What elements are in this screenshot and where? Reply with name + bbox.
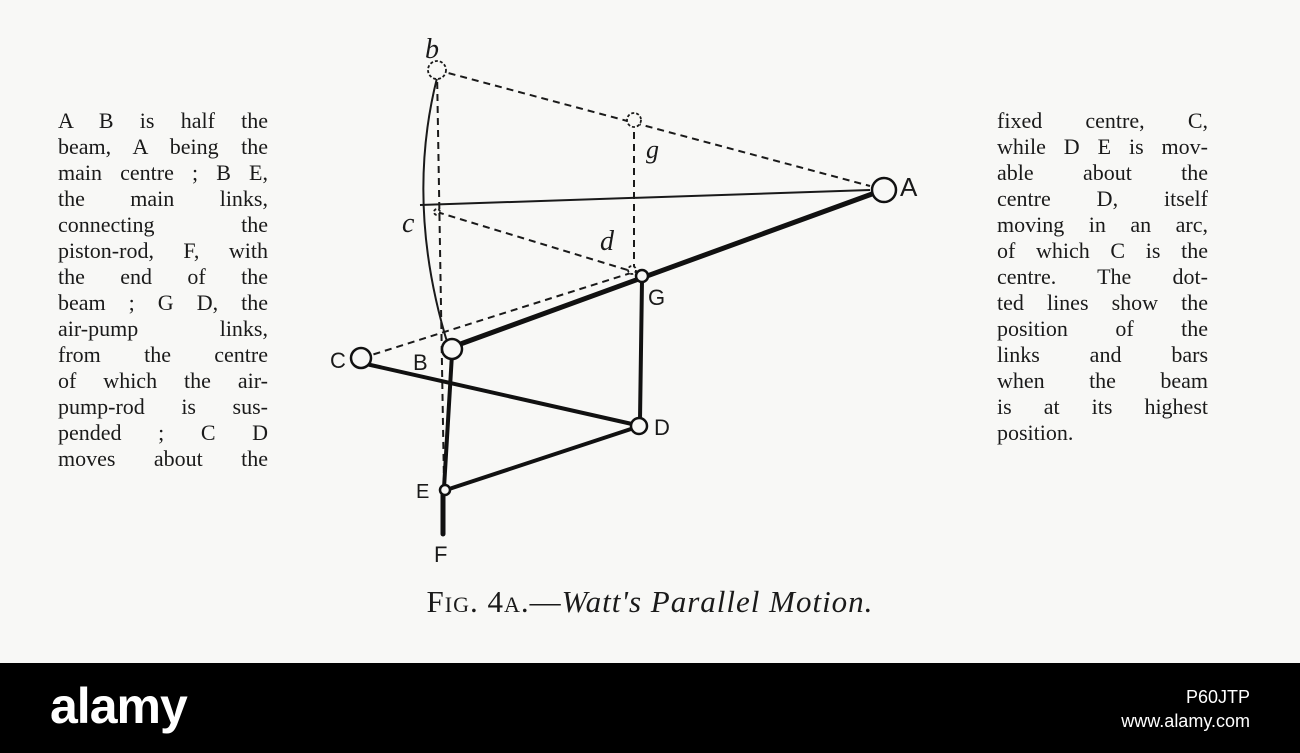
pivot-g-circle: [634, 268, 650, 284]
left-text-line: pump-rod is sus-: [58, 394, 268, 419]
label-b: B: [413, 350, 428, 375]
right-text-line: of which C is the: [997, 238, 1208, 263]
left-description-column: A B is half the beam, A being the main c…: [58, 108, 268, 472]
link-d-e: [444, 426, 636, 492]
dotted-pivot-g-circle: [626, 112, 642, 128]
left-text-line: from the centre: [58, 342, 268, 367]
left-text-line: A B is half the: [58, 108, 268, 133]
right-text-line: is at its highest: [997, 394, 1208, 419]
air-pump-link-g-d: [638, 278, 644, 422]
right-text-line: fixed centre, C,: [997, 108, 1208, 133]
site-url: www.alamy.com: [1121, 711, 1250, 731]
right-text-line: while D E is mov-: [997, 134, 1208, 159]
right-text-line: centre. The dot-: [997, 264, 1208, 289]
left-text-line: pended ; C D: [58, 420, 268, 445]
radius-bar-c-d: [364, 362, 634, 426]
pivot-e-circle: [438, 483, 452, 497]
label-c-lower: c: [402, 208, 415, 239]
right-text-line: ted lines show the: [997, 290, 1208, 315]
figure-caption: Fig. 4a.—Watt's Parallel Motion.: [0, 584, 1300, 620]
dotted-beam-line: [436, 69, 871, 187]
arc-of-beam-end: [422, 77, 449, 346]
label-g: G: [648, 285, 665, 310]
label-g-lower: g: [646, 135, 659, 164]
label-f: F: [434, 542, 447, 567]
left-text-line: piston-rod, F, with: [58, 238, 268, 263]
alamy-logo: alamy: [50, 678, 188, 734]
dotted-radius-bar: [361, 271, 635, 359]
watermark-footer: alamy P60JTP www.alamy.com: [0, 663, 1300, 753]
left-text-line: connecting the: [58, 212, 268, 237]
left-text-line: of which the air-: [58, 368, 268, 393]
right-description-column: fixed centre, C, while D E is mov- able …: [997, 108, 1208, 446]
left-text-line: main centre ; B E,: [58, 160, 268, 185]
pivot-c-circle: [349, 346, 373, 370]
left-text-line: air-pump links,: [58, 316, 268, 341]
label-a: A: [900, 172, 918, 202]
right-text-line: centre D, itself: [997, 186, 1208, 211]
label-b-lower: b: [425, 34, 439, 65]
figure-number: Fig. 4a.—: [426, 584, 562, 619]
right-text-line: moving in an arc,: [997, 212, 1208, 237]
dotted-pivot-d-circle: [627, 265, 637, 275]
right-text-line: position of the: [997, 316, 1208, 341]
label-e: E: [416, 481, 429, 503]
dotted-pivot-c-circle: [433, 208, 441, 216]
pivot-a-circle: [870, 176, 898, 204]
dotted-main-link: [436, 69, 445, 485]
beam-a-b: [452, 191, 875, 349]
figure-title: Watt's Parallel Motion.: [561, 584, 874, 619]
main-link-b-e: [442, 352, 454, 490]
parallel-motion-diagram: b g A c d G C B D E F: [330, 34, 918, 567]
stock-image-info: P60JTP www.alamy.com: [1121, 685, 1250, 733]
page-scan: A B is half the beam, A being the main c…: [0, 34, 1300, 620]
right-text-line: when the beam: [997, 368, 1208, 393]
left-text-line: the main links,: [58, 186, 268, 211]
right-text-line: able about the: [997, 160, 1208, 185]
pivot-b-circle: [440, 337, 464, 361]
label-c: C: [330, 348, 346, 373]
label-d: D: [654, 415, 670, 440]
image-id: P60JTP: [1185, 687, 1250, 707]
pivot-d-circle: [629, 416, 649, 436]
label-d-lower: d: [600, 226, 615, 257]
right-text-line: position.: [997, 420, 1074, 445]
left-text-line: beam, A being the: [58, 134, 268, 159]
left-text-line: moves about the: [58, 446, 268, 471]
left-text-line: the end of the: [58, 264, 268, 289]
horizontal-reference-line: [419, 189, 871, 206]
left-text-line: beam ; G D, the: [58, 290, 268, 315]
right-text-line: links and bars: [997, 342, 1208, 367]
dotted-pivot-b-circle: [427, 60, 447, 80]
dotted-c-d-line: [436, 211, 635, 273]
